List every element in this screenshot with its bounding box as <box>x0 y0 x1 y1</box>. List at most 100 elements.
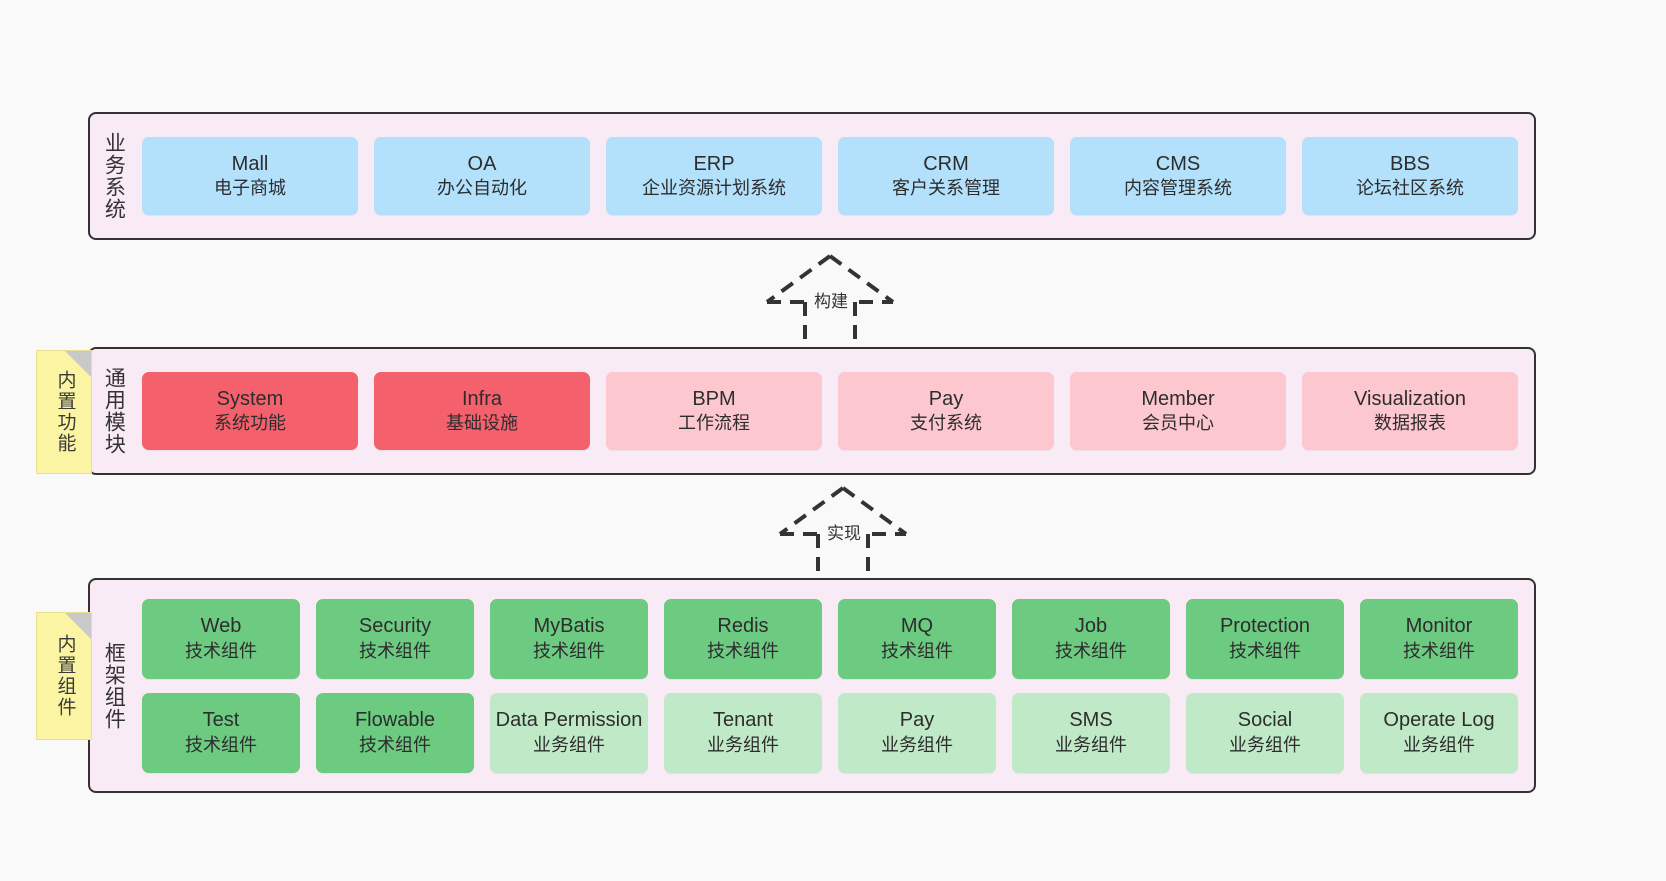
card-flowable[interactable]: Flowable 技术组件 <box>316 692 474 773</box>
card-title: OA <box>467 152 497 175</box>
card-title: Security <box>358 615 432 638</box>
card-subtitle: 业务组件 <box>533 734 605 755</box>
card-subtitle: 企业资源计划系统 <box>642 178 786 199</box>
card-subtitle: 技术组件 <box>1055 640 1127 661</box>
connector-label: 实现 <box>824 519 864 544</box>
generalization-arrow-icon <box>778 486 908 582</box>
card-title: BBS <box>1389 152 1431 175</box>
card-member[interactable]: Member 会员中心 <box>1070 372 1286 450</box>
card-title: MyBatis <box>533 615 605 638</box>
card-title: Data Permission <box>495 709 643 732</box>
card-subtitle: 技术组件 <box>1229 640 1301 661</box>
card-subtitle: 支付系统 <box>910 413 982 434</box>
card-cms[interactable]: CMS 内容管理系统 <box>1070 137 1286 215</box>
card-title: Protection <box>1219 615 1311 638</box>
card-title: Pay <box>899 709 935 732</box>
card-job[interactable]: Job 技术组件 <box>1012 598 1170 679</box>
card-subtitle: 电子商城 <box>214 178 286 199</box>
card-operate-log[interactable]: Operate Log 业务组件 <box>1360 692 1518 773</box>
card-title: Visualization <box>1354 387 1466 410</box>
card-web[interactable]: Web 技术组件 <box>142 598 300 679</box>
card-subtitle: 业务组件 <box>707 734 779 755</box>
layer-label-common: 通用模块 <box>102 367 126 455</box>
card-title: SMS <box>1069 709 1113 732</box>
card-row: Web 技术组件 Security 技术组件 MyBatis 技术组件 Redi… <box>142 598 1518 679</box>
card-subtitle: 工作流程 <box>678 413 750 434</box>
connector-label: 构建 <box>811 287 851 312</box>
card-row: Mall 电子商城 OA 办公自动化 ERP 企业资源计划系统 CRM 客户关系… <box>142 137 1518 215</box>
card-row: Test 技术组件 Flowable 技术组件 Data Permission … <box>142 692 1518 773</box>
card-visualization[interactable]: Visualization 数据报表 <box>1302 372 1518 450</box>
layer-panel-business: 业务系统 Mall 电子商城 OA 办公自动化 ERP 企业资源计划系统 CRM… <box>88 112 1536 240</box>
card-subtitle: 会员中心 <box>1142 413 1214 434</box>
connector-build: 构建 <box>755 250 905 350</box>
card-pay-component[interactable]: Pay 业务组件 <box>838 692 996 773</box>
card-title: CRM <box>923 152 969 175</box>
layer-body-business: Mall 电子商城 OA 办公自动化 ERP 企业资源计划系统 CRM 客户关系… <box>136 114 1534 238</box>
card-title: BPM <box>692 387 736 410</box>
card-protection[interactable]: Protection 技术组件 <box>1186 598 1344 679</box>
card-row: System 系统功能 Infra 基础设施 BPM 工作流程 Pay 支付系统… <box>142 372 1518 450</box>
card-oa[interactable]: OA 办公自动化 <box>374 137 590 215</box>
card-title: Job <box>1074 615 1108 638</box>
card-title: System <box>216 387 284 410</box>
layer-body-common: System 系统功能 Infra 基础设施 BPM 工作流程 Pay 支付系统… <box>136 349 1534 473</box>
card-pay[interactable]: Pay 支付系统 <box>838 372 1054 450</box>
card-subtitle: 技术组件 <box>359 734 431 755</box>
card-title: Mall <box>231 152 269 175</box>
card-monitor[interactable]: Monitor 技术组件 <box>1360 598 1518 679</box>
card-title: Social <box>1237 709 1293 732</box>
layer-label-business: 业务系统 <box>102 132 126 220</box>
card-subtitle: 论坛社区系统 <box>1356 178 1464 199</box>
card-title: Pay <box>928 387 964 410</box>
card-crm[interactable]: CRM 客户关系管理 <box>838 137 1054 215</box>
generalization-arrow-icon <box>765 254 895 350</box>
card-title: ERP <box>693 152 735 175</box>
card-erp[interactable]: ERP 企业资源计划系统 <box>606 137 822 215</box>
card-title: Monitor <box>1405 615 1473 638</box>
card-subtitle: 业务组件 <box>1403 734 1475 755</box>
card-social[interactable]: Social 业务组件 <box>1186 692 1344 773</box>
card-subtitle: 技术组件 <box>185 734 257 755</box>
card-infra[interactable]: Infra 基础设施 <box>374 372 590 450</box>
card-redis[interactable]: Redis 技术组件 <box>664 598 822 679</box>
card-title: Redis <box>717 615 769 638</box>
layer-label-framework: 框架组件 <box>102 641 126 730</box>
card-data-permission[interactable]: Data Permission 业务组件 <box>490 692 648 773</box>
card-subtitle: 业务组件 <box>1055 734 1127 755</box>
layer-panel-framework: 框架组件 Web 技术组件 Security 技术组件 MyBatis 技术组件… <box>88 578 1536 793</box>
card-subtitle: 技术组件 <box>185 640 257 661</box>
card-test[interactable]: Test 技术组件 <box>142 692 300 773</box>
layer-body-framework: Web 技术组件 Security 技术组件 MyBatis 技术组件 Redi… <box>136 580 1534 791</box>
card-subtitle: 内容管理系统 <box>1124 178 1232 199</box>
card-sms[interactable]: SMS 业务组件 <box>1012 692 1170 773</box>
card-subtitle: 系统功能 <box>214 413 286 434</box>
card-mq[interactable]: MQ 技术组件 <box>838 598 996 679</box>
sticky-note-builtin-features: 内置功能 <box>36 350 92 474</box>
card-mybatis[interactable]: MyBatis 技术组件 <box>490 598 648 679</box>
card-title: CMS <box>1155 152 1201 175</box>
card-system[interactable]: System 系统功能 <box>142 372 358 450</box>
card-subtitle: 技术组件 <box>881 640 953 661</box>
card-title: Tenant <box>712 709 774 732</box>
connector-implement: 实现 <box>768 482 918 582</box>
card-subtitle: 客户关系管理 <box>892 178 1000 199</box>
card-subtitle: 技术组件 <box>707 640 779 661</box>
card-title: Web <box>200 615 242 638</box>
card-subtitle: 技术组件 <box>1403 640 1475 661</box>
card-title: MQ <box>900 615 934 638</box>
card-mall[interactable]: Mall 电子商城 <box>142 137 358 215</box>
card-subtitle: 办公自动化 <box>437 178 527 199</box>
card-subtitle: 数据报表 <box>1374 413 1446 434</box>
card-security[interactable]: Security 技术组件 <box>316 598 474 679</box>
card-bpm[interactable]: BPM 工作流程 <box>606 372 822 450</box>
sticky-note-builtin-components: 内置组件 <box>36 612 92 740</box>
card-subtitle: 基础设施 <box>446 413 518 434</box>
card-title: Test <box>202 709 240 732</box>
card-title: Infra <box>461 387 503 410</box>
card-subtitle: 技术组件 <box>359 640 431 661</box>
layer-panel-common: 通用模块 System 系统功能 Infra 基础设施 BPM 工作流程 Pay… <box>88 347 1536 475</box>
card-bbs[interactable]: BBS 论坛社区系统 <box>1302 137 1518 215</box>
card-tenant[interactable]: Tenant 业务组件 <box>664 692 822 773</box>
